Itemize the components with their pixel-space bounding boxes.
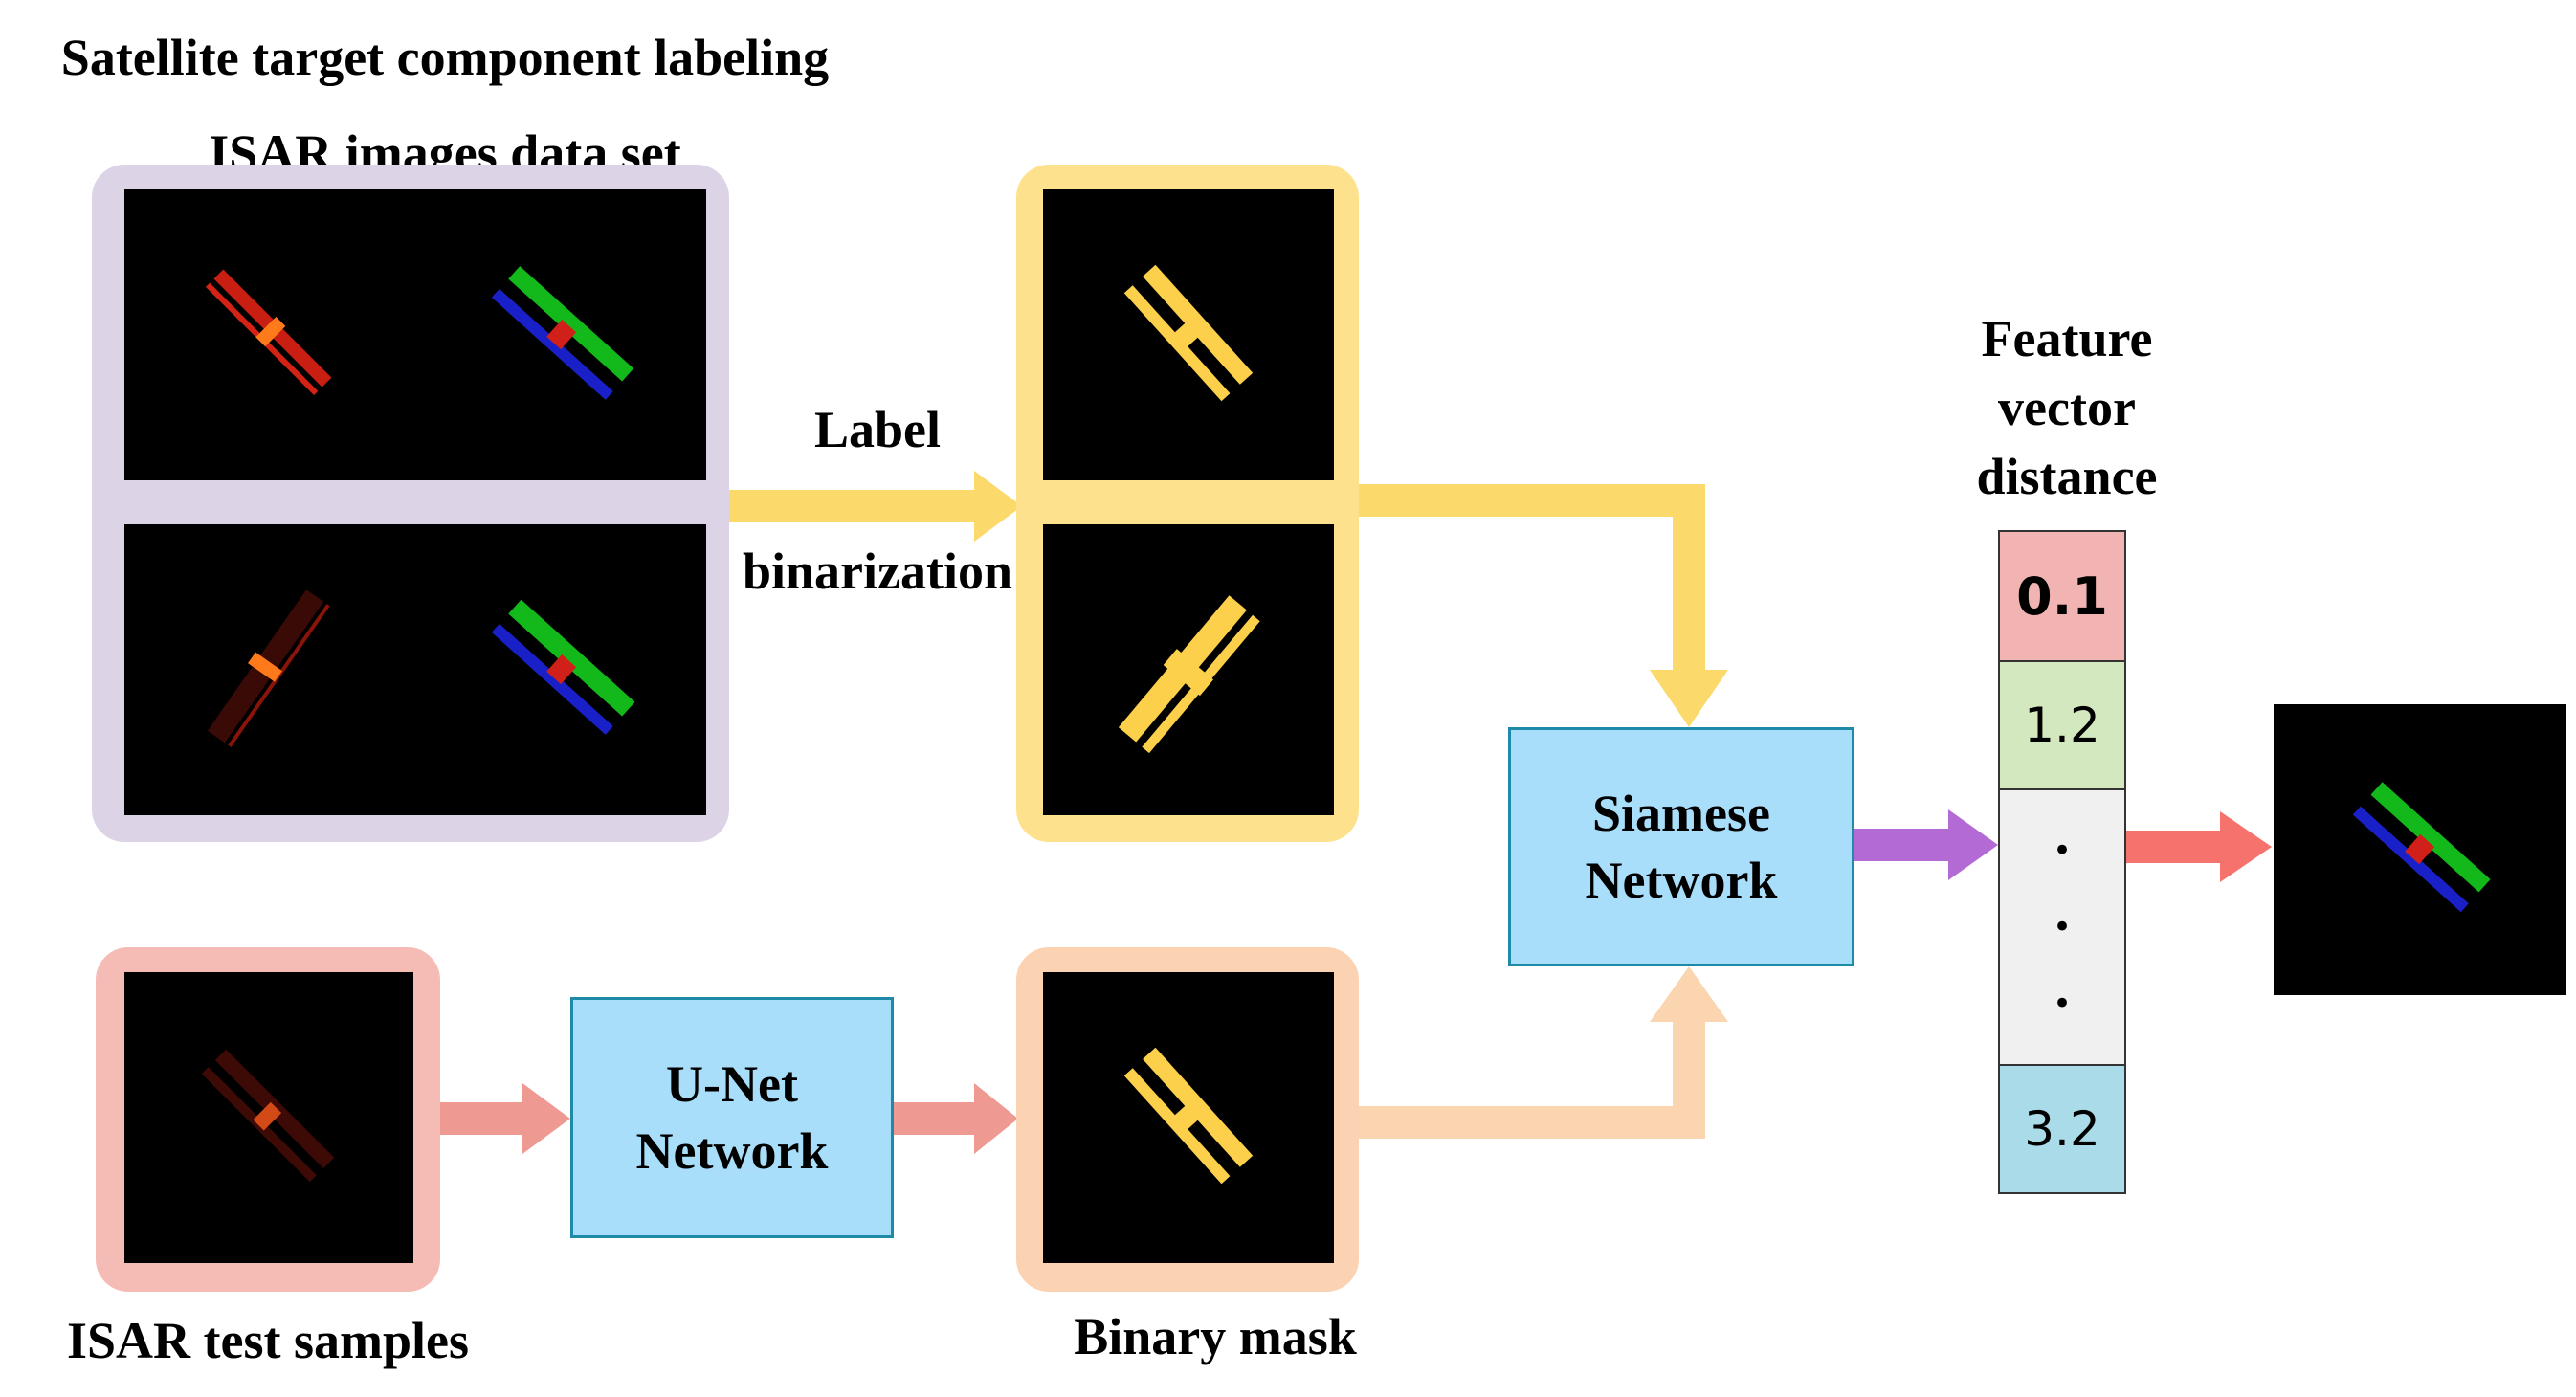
label-text: Label bbox=[813, 401, 942, 458]
test-samples-caption: ISAR test samples bbox=[66, 1312, 469, 1369]
vector-dot-3: • bbox=[2052, 985, 2073, 1023]
binarization-text: binarization bbox=[742, 543, 1013, 600]
dataset-image-2 bbox=[410, 189, 706, 480]
label-binarization-arrow bbox=[729, 471, 1022, 542]
binarized-image-2 bbox=[1043, 524, 1334, 815]
vector-cell-last: 3.2 bbox=[2000, 1064, 2124, 1192]
vector-cell-0: 0.1 bbox=[2000, 532, 2124, 660]
vector-value-0: 0.1 bbox=[2016, 565, 2108, 627]
unet-line2: Network bbox=[635, 1122, 829, 1180]
siamese-to-vector-arrow bbox=[1854, 809, 1998, 880]
siamese-line1: Siamese bbox=[1592, 785, 1770, 842]
feature-label-line2: vector bbox=[1998, 379, 2136, 436]
binary-mask-image bbox=[1043, 972, 1334, 1263]
dataset-image-1 bbox=[124, 189, 410, 480]
dataset-title-line1: Satellite target component labeling bbox=[60, 29, 830, 86]
feature-vector: 0.1 1.2 • • • 3.2 bbox=[1998, 530, 2126, 1194]
siamese-line2: Network bbox=[1585, 852, 1778, 909]
vector-value-1: 1.2 bbox=[2024, 698, 2100, 753]
test-sample-image bbox=[124, 972, 413, 1263]
siamese-network-box: Siamese Network bbox=[1508, 727, 1854, 966]
binary-to-siamese-arrow bbox=[1357, 484, 1728, 727]
test-to-unet-arrow bbox=[440, 1083, 570, 1154]
unet-network-box: U-Net Network bbox=[570, 997, 894, 1238]
vector-dot-1: • bbox=[2052, 832, 2073, 870]
dataset-image-3 bbox=[124, 524, 410, 815]
feature-label-line3: distance bbox=[1976, 448, 2158, 505]
vector-cell-ellipsis: • • • bbox=[2000, 788, 2124, 1064]
result-image bbox=[2274, 704, 2566, 995]
feature-vector-distance-label: Feature vector distance bbox=[1943, 304, 2191, 511]
vector-value-last: 3.2 bbox=[2024, 1101, 2100, 1157]
binarized-image-1 bbox=[1043, 189, 1334, 480]
mask-to-siamese-arrow bbox=[1357, 966, 1728, 1139]
vector-to-result-arrow bbox=[2126, 811, 2272, 882]
unet-to-mask-arrow bbox=[894, 1083, 1018, 1154]
dataset-image-4 bbox=[410, 524, 706, 815]
unet-line1: U-Net bbox=[666, 1055, 798, 1113]
feature-label-line1: Feature bbox=[1981, 310, 2153, 367]
vector-cell-1: 1.2 bbox=[2000, 660, 2124, 788]
vector-dot-2: • bbox=[2052, 908, 2073, 946]
binary-mask-caption: Binary mask bbox=[1074, 1308, 1357, 1365]
